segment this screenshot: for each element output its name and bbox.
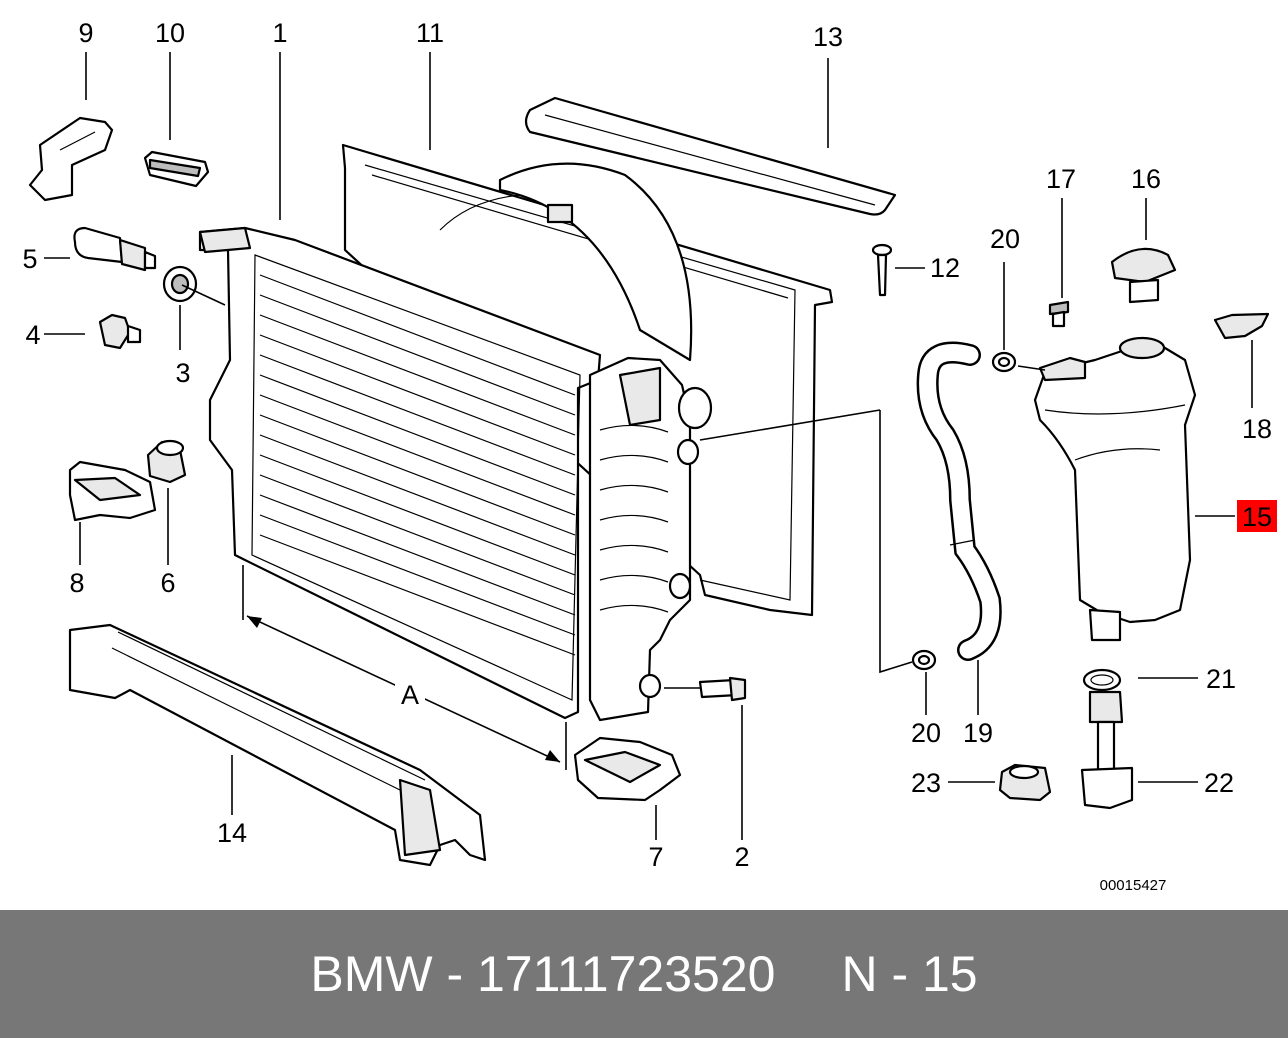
part-number-footer: BMW - 17111723520 N - 15 (0, 910, 1288, 1038)
label-21: 21 (1206, 664, 1236, 694)
label-20-upper: 20 (990, 224, 1020, 254)
leader-lines (44, 52, 1253, 840)
part-14-lower-support (68, 623, 487, 867)
label-14: 14 (217, 818, 247, 848)
part-4-plug (98, 313, 142, 350)
label-15-highlight (1237, 500, 1277, 532)
label-18: 18 (1242, 414, 1272, 444)
part-20-clamp-upper (991, 351, 1017, 373)
callout-labels: 1 2 3 4 5 6 7 8 9 10 11 12 13 14 15 16 1… (22, 18, 1277, 894)
label-dimension-a: A (401, 680, 419, 710)
label-23: 23 (911, 768, 941, 798)
part-9-clip (28, 116, 114, 202)
part-23-nut (998, 763, 1052, 802)
part-18-level-sensor (1213, 312, 1270, 340)
part-5-temp-switch (73, 226, 157, 272)
label-22: 22 (1204, 768, 1234, 798)
label-17: 17 (1046, 164, 1076, 194)
label-20-lower: 20 (911, 718, 941, 748)
part-13-seal-strip (524, 96, 897, 216)
label-16: 16 (1131, 164, 1161, 194)
part-7-bracket (573, 736, 682, 802)
part-2-bolt (698, 676, 747, 702)
parts-diagram: 1 2 3 4 5 6 7 8 9 10 11 12 13 14 15 16 1… (22, 18, 1277, 894)
label-1: 1 (272, 18, 287, 48)
label-8: 8 (69, 568, 84, 598)
label-4: 4 (25, 320, 40, 350)
part-20-clamp-lower (911, 649, 937, 671)
label-13: 13 (813, 22, 843, 52)
label-5: 5 (22, 244, 37, 274)
footer-position-ref: N - 15 (841, 946, 978, 1002)
label-15: 15 (1242, 502, 1272, 532)
part-8-bracket (68, 460, 157, 522)
label-7: 7 (648, 842, 663, 872)
part-15-expansion-tank (1033, 336, 1197, 642)
label-19: 19 (963, 718, 993, 748)
part-16-cap (1110, 247, 1177, 304)
part-6-rubber-mount (146, 439, 187, 484)
label-11: 11 (416, 18, 444, 48)
part-1-radiator (198, 226, 713, 722)
label-6: 6 (160, 568, 175, 598)
part-17-bleed-screw (1048, 300, 1070, 328)
dimension-a (242, 565, 567, 770)
label-2: 2 (734, 842, 749, 872)
part-12-rivet (871, 243, 893, 297)
part-10-grommet (143, 150, 210, 188)
part-21-o-ring (1082, 668, 1122, 692)
label-3: 3 (175, 358, 190, 388)
part-19-hose (916, 341, 1002, 661)
part-3-seal-ring (162, 265, 198, 303)
label-9: 9 (78, 18, 93, 48)
label-12: 12 (930, 253, 960, 283)
part-22-switch (1080, 690, 1134, 810)
label-10: 10 (155, 18, 185, 48)
footer-part-ref: BMW - 17111723520 (310, 946, 776, 1002)
diagram-reference-number: 00015427 (1100, 877, 1167, 894)
